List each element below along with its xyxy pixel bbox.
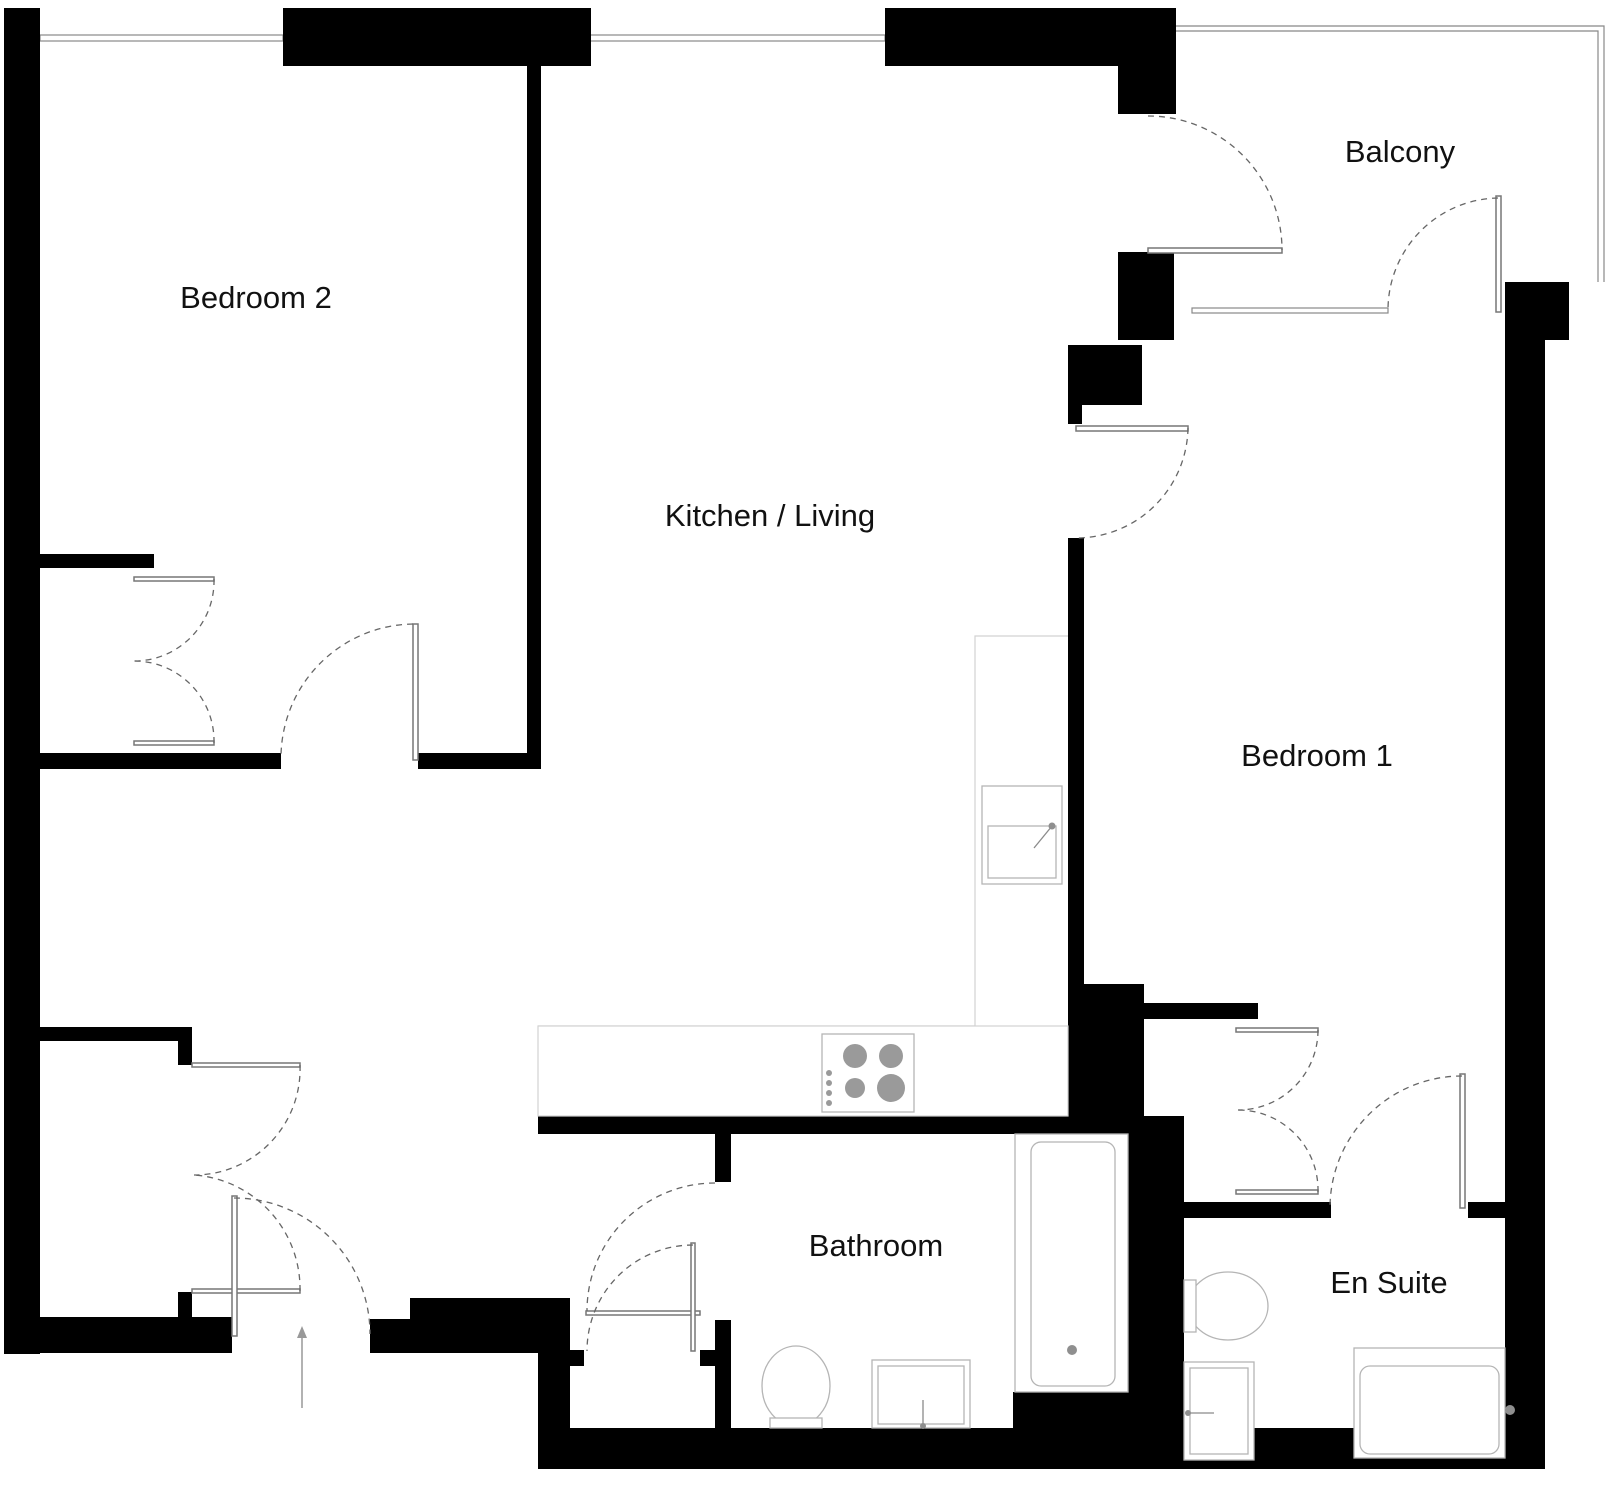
kitchen-units xyxy=(537,635,1069,1117)
toilet-icon xyxy=(1183,1271,1269,1341)
room-label-bathroom: Bathroom xyxy=(809,1228,943,1263)
basin-icon xyxy=(1183,1361,1255,1461)
room-label-bedroom-1: Bedroom 1 xyxy=(1241,738,1393,773)
glazing xyxy=(39,25,1605,314)
bathtub-icon xyxy=(1014,1133,1129,1393)
room-label-en-suite: En Suite xyxy=(1330,1265,1447,1300)
sink-icon xyxy=(981,785,1063,885)
room-label-balcony: Balcony xyxy=(1345,134,1456,169)
room-label-kitchen-living: Kitchen / Living xyxy=(665,498,875,533)
bathtub-icon xyxy=(1353,1347,1515,1459)
room-labels: Bedroom 2 Kitchen / Living Balcony Bedro… xyxy=(180,134,1455,1300)
walls xyxy=(4,8,1569,1469)
room-label-bedroom-2: Bedroom 2 xyxy=(180,280,332,315)
basin-icon xyxy=(871,1359,971,1429)
en-suite-fixtures xyxy=(1183,1271,1515,1461)
bathroom-fixtures xyxy=(761,1133,1129,1429)
doors xyxy=(133,115,1502,1408)
toilet-icon xyxy=(761,1345,831,1429)
hob-icon xyxy=(821,1033,915,1113)
